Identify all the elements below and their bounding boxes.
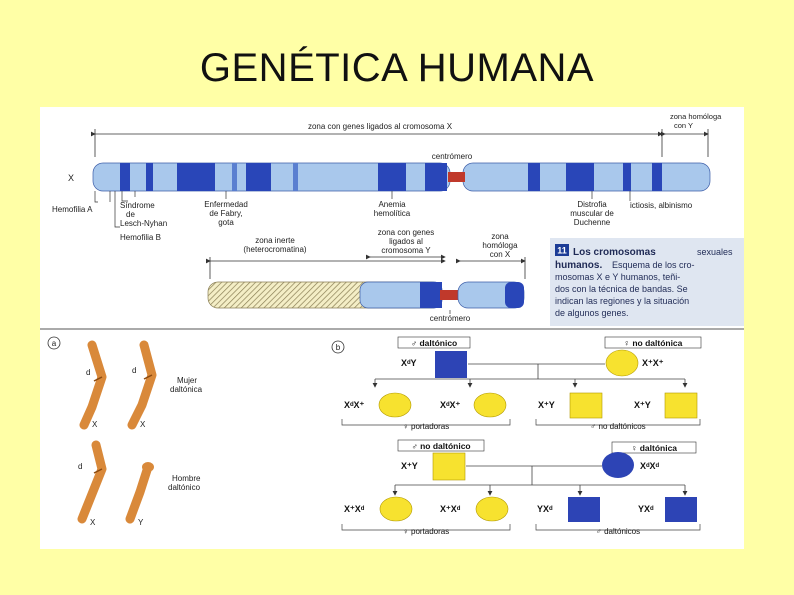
woman-x1: X xyxy=(92,420,98,429)
x-zone-label: zona con genes ligados al cromosoma X xyxy=(308,122,453,131)
caption-line6: de algunos genes. xyxy=(555,308,629,318)
cross2-offspring-3-geno: YXᵈ xyxy=(537,504,553,514)
cross1-male-geno: XᵈY xyxy=(401,358,417,368)
x-chromosome xyxy=(92,162,711,192)
cross1-offspring-1 xyxy=(378,392,412,418)
panel-a-label: a xyxy=(52,339,57,348)
cross2-offspring-4 xyxy=(665,497,697,522)
cross1-offspring-1-geno: XᵈX⁺ xyxy=(344,400,365,410)
y-zone-label-3: cromosoma Y xyxy=(381,246,431,255)
cross1-female-group: ♀ portadoras xyxy=(403,422,449,431)
woman-d1: d xyxy=(86,368,90,377)
gene-duchenne-2: muscular de xyxy=(570,209,614,218)
cross-1: ♂ daltónico ♀ no daltónica XᵈY X⁺X⁺ XᵈX⁺… xyxy=(341,336,702,431)
caption-number: 11 xyxy=(557,246,567,256)
cross2-offspring-1 xyxy=(379,496,413,522)
y-centromere xyxy=(440,290,460,300)
y-inert-label-2: (heterocromatina) xyxy=(243,245,306,254)
woman-d2: d xyxy=(132,366,136,375)
man-label-1: Hombre xyxy=(172,474,201,483)
man-d3: d xyxy=(78,462,82,471)
cross1-male-group: ♂ no daltónicos xyxy=(590,422,645,431)
cross2-female-label: ♀ daltónica xyxy=(631,443,677,453)
hom-zone-label-2: con Y xyxy=(674,121,693,130)
cross1-offspring-2-geno: XᵈX⁺ xyxy=(440,400,461,410)
cross2-female-group: ♀ portadoras xyxy=(403,527,449,536)
cross1-offspring-4-geno: X⁺Y xyxy=(634,400,651,410)
woman-chromosome-2 xyxy=(127,340,157,430)
caption-line5: indican las regiones y la situación xyxy=(555,296,689,306)
man-chromosome-x xyxy=(77,440,107,524)
cross2-offspring-2-geno: X⁺Xᵈ xyxy=(440,504,461,514)
man-chromosome-y xyxy=(125,462,153,524)
x-centromere xyxy=(448,172,465,182)
cross2-female-geno: XᵈXᵈ xyxy=(640,461,660,471)
cross1-female-symbol xyxy=(605,349,639,377)
woman-label-1: Mujer xyxy=(177,376,197,385)
centromere-label-2: centrómero xyxy=(430,314,471,323)
gene-fabry-3: gota xyxy=(218,218,234,227)
cross2-male-group: ♂ daltónicos xyxy=(596,527,640,536)
cross1-male-label: ♂ daltónico xyxy=(411,338,458,348)
cross2-male-geno: X⁺Y xyxy=(401,461,418,471)
gene-hemofilia-a: Hemofilia A xyxy=(52,205,93,214)
cross2-female-symbol xyxy=(602,452,634,478)
figure-svg: zona con genes ligados al cromosoma X zo… xyxy=(40,112,744,536)
cross1-offspring-2 xyxy=(473,392,507,418)
hom-zone-label-1: zona homóloga xyxy=(670,112,722,121)
gene-lesch-1: Síndrome xyxy=(120,201,155,210)
gene-lesch-2: de xyxy=(126,210,135,219)
woman-label-2: daltónica xyxy=(170,385,203,394)
woman-x2: X xyxy=(140,420,146,429)
cross2-offspring-4-geno: YXᵈ xyxy=(638,504,654,514)
x-chromosome-label: X xyxy=(68,173,74,183)
caption-line3: mosomas X e Y humanos, teñi- xyxy=(555,272,680,282)
gene-fabry-2: de Fabry, xyxy=(209,209,242,218)
cross2-offspring-1-geno: X⁺Xᵈ xyxy=(344,504,365,514)
caption-line1-rest: sexuales xyxy=(697,247,733,257)
chromosome-diagram: zona con genes ligados al cromosoma X zo… xyxy=(52,112,744,326)
caption-line2-bold: humanos. xyxy=(555,260,602,271)
man-label-2: daltónico xyxy=(168,483,201,492)
gene-lesch-3: Lesch-Nyhan xyxy=(120,219,167,228)
gene-fabry-1: Enfermedad xyxy=(204,200,248,209)
gene-hemofilia-b: Hemofilia B xyxy=(120,233,161,242)
homx-label-3: con X xyxy=(490,250,511,259)
slide-title: GENÉTICA HUMANA xyxy=(199,46,595,90)
cross1-offspring-4 xyxy=(664,392,698,419)
gene-anemia-1: Anemia xyxy=(378,200,406,209)
man-y1: Y xyxy=(138,518,144,527)
caption-box: 11 Los cromosomas sexuales humanos. Esqu… xyxy=(550,238,744,326)
gene-duchenne-3: Duchenne xyxy=(574,218,611,227)
cross1-offspring-3-geno: X⁺Y xyxy=(538,400,555,410)
panel-b-label: b xyxy=(336,343,341,352)
cross1-female-geno: X⁺X⁺ xyxy=(642,358,664,368)
genetics-figure: zona con genes ligados al cromosoma X zo… xyxy=(40,107,744,549)
cross1-female-label: ♀ no daltónica xyxy=(624,338,683,348)
man-x3: X xyxy=(90,518,96,527)
cross-2: ♂ no daltónico ♀ daltónica X⁺Y XᵈXᵈ X⁺Xᵈ… xyxy=(341,439,701,536)
y-chromosome xyxy=(207,281,525,309)
caption-line2-rest: Esquema de los cro- xyxy=(612,260,695,270)
cross2-offspring-2 xyxy=(475,496,509,522)
cross2-male-symbol xyxy=(432,452,466,481)
gene-ictiosis: ictiosis, albinismo xyxy=(630,201,693,210)
y-zone-label-2: ligados al xyxy=(389,237,423,246)
panel-a: a d d X X Mujer daltónica d X Y Hombre d… xyxy=(47,336,203,527)
caption-line1-bold: Los cromosomas xyxy=(573,247,656,258)
y-zone-label-1: zona con genes xyxy=(378,228,435,237)
cross1-male-symbol xyxy=(435,351,467,378)
gene-duchenne-1: Distrofia xyxy=(577,200,607,209)
homx-label-2: homóloga xyxy=(482,241,518,250)
cross2-offspring-3 xyxy=(568,497,600,522)
cross1-offspring-3 xyxy=(569,392,603,419)
caption-line4: dos con la técnica de bandas. Se xyxy=(555,284,688,294)
gene-anemia-2: hemolítica xyxy=(374,209,411,218)
woman-chromosome-1 xyxy=(79,340,107,430)
homx-label-1: zona xyxy=(491,232,509,241)
y-inert-label-1: zona inerte xyxy=(255,236,295,245)
centromere-label: centrómero xyxy=(432,152,473,161)
cross2-male-label: ♂ no daltónico xyxy=(411,441,470,451)
panel-b: b ♂ daltónico ♀ no daltónica XᵈY X⁺X⁺ Xᵈ… xyxy=(331,336,702,536)
